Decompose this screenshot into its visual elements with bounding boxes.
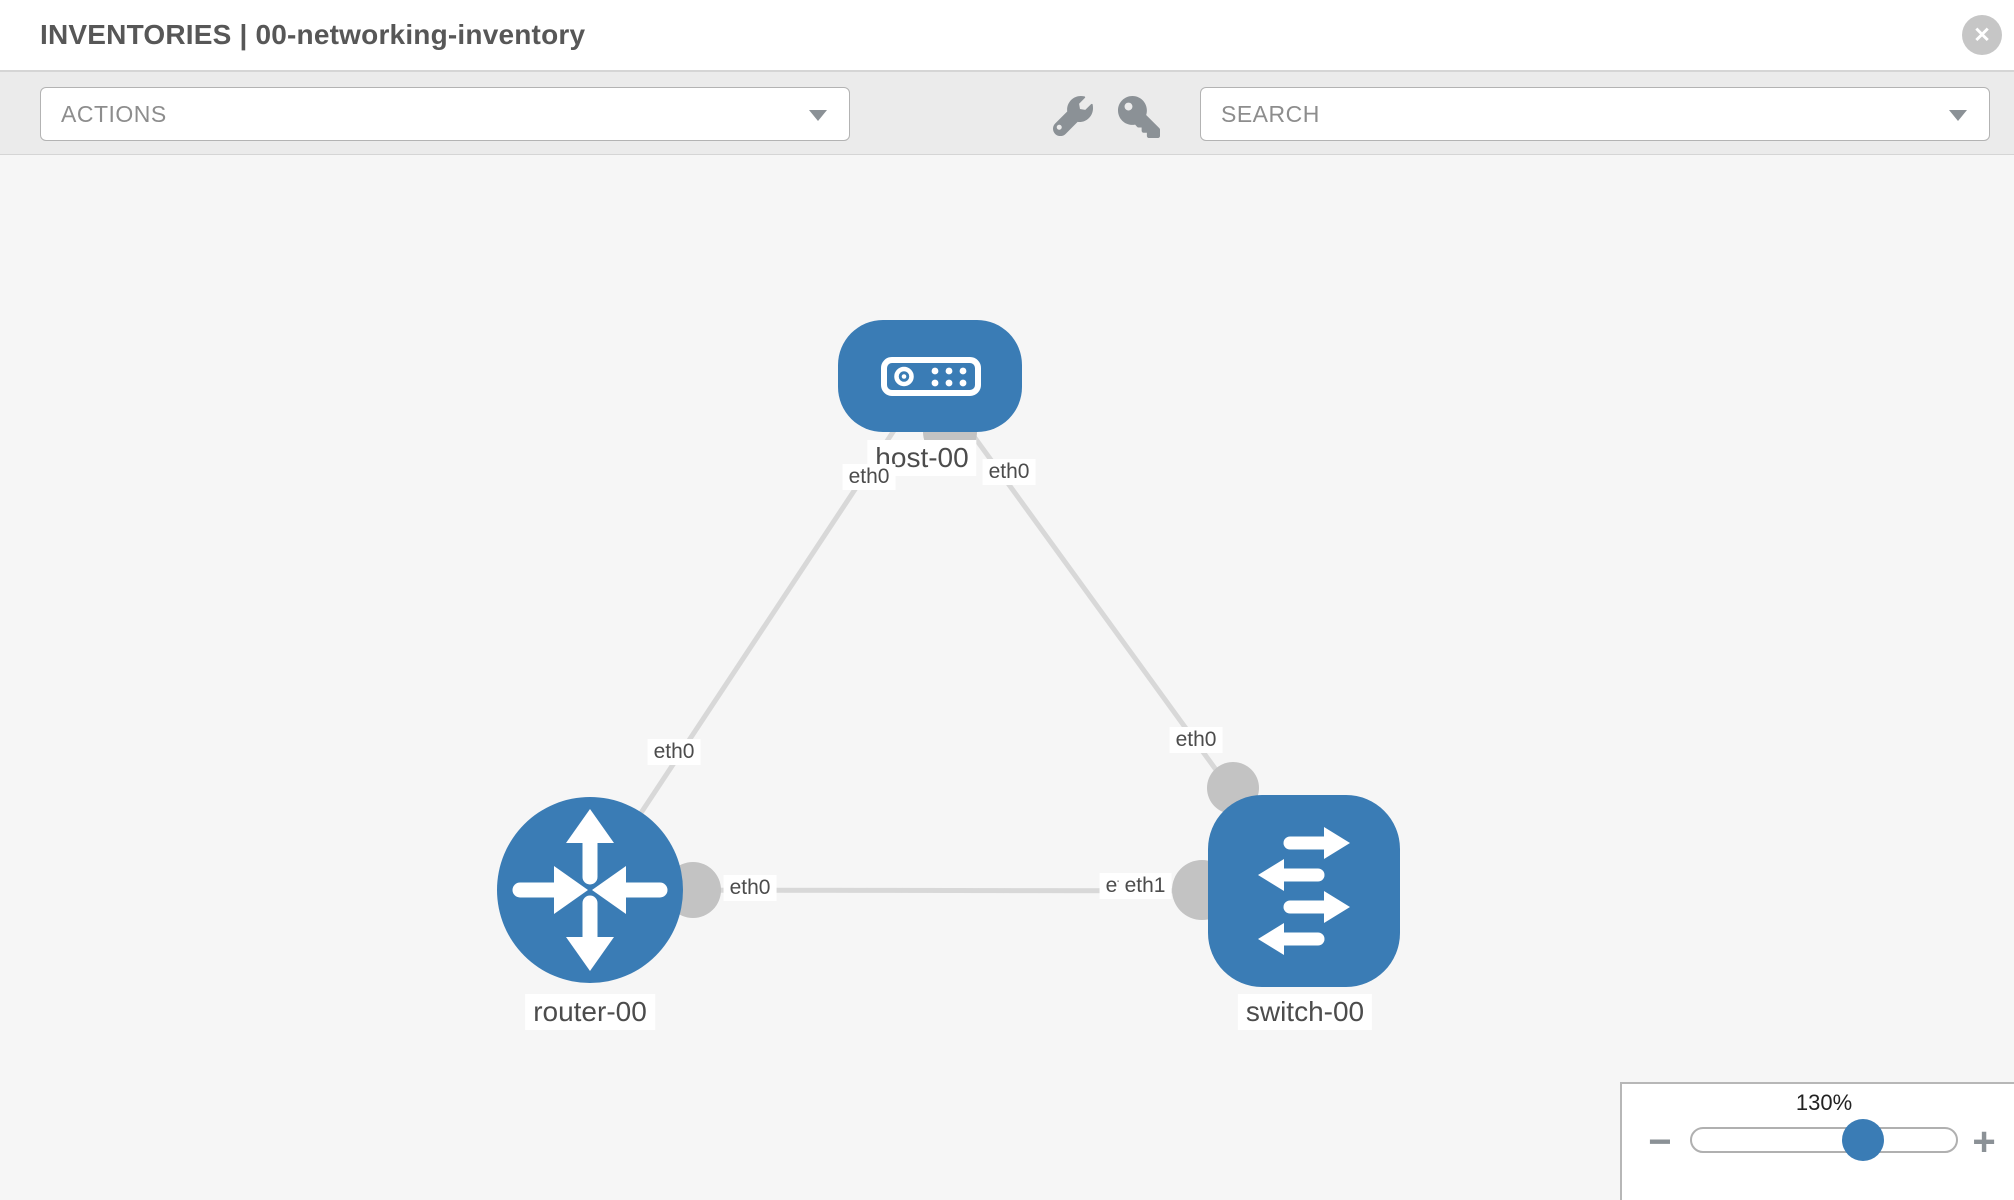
node-label-router: router-00 [525,994,655,1030]
node-label-host: host-00 [867,440,977,476]
interface-label: eth0 [982,459,1036,485]
interface-label: eth0 [647,739,701,765]
close-icon: ✕ [1973,23,1991,47]
interface-label: eth0 [842,464,896,490]
page-title: INVENTORIES | 00-networking-inventory [40,19,586,50]
zoom-slider-thumb[interactable] [1842,1119,1884,1161]
interface-label: eth1 [1118,873,1172,899]
node-router[interactable] [497,797,683,983]
search-select-label: SEARCH [1221,101,1320,127]
topology-canvas[interactable]: host-00 router-00 switch-00 eth0 eth0 et… [0,155,2014,1200]
node-host[interactable] [838,320,1022,432]
topology-svg [497,320,1400,987]
page-header: INVENTORIES | 00-networking-inventory ✕ [0,0,2014,72]
key-icon[interactable] [1118,96,1160,138]
actions-select-label: ACTIONS [61,101,167,127]
node-label-switch: switch-00 [1237,994,1373,1030]
router-icon [512,809,668,971]
actions-select[interactable]: ACTIONS [40,87,850,141]
interface-label: eth0 [723,875,777,901]
host-icon [881,357,981,396]
interface-label: eth0 [1169,727,1223,753]
toolbar: ACTIONS SEARCH [0,72,2014,155]
chevron-down-icon [809,110,827,121]
wrench-icon[interactable] [1053,96,1093,136]
zoom-panel: 130% − + [1620,1082,2014,1200]
node-switch[interactable] [1208,795,1400,987]
switch-icon [1258,827,1350,955]
search-select[interactable]: SEARCH [1200,87,1990,141]
zoom-slider[interactable] [1690,1127,1958,1153]
zoom-level: 130% [1795,1090,1853,1115]
close-button[interactable]: ✕ [1962,15,2002,55]
zoom-in-button[interactable]: + [1972,1120,1996,1164]
zoom-out-button[interactable]: − [1648,1120,1672,1164]
chevron-down-icon [1949,110,1967,121]
